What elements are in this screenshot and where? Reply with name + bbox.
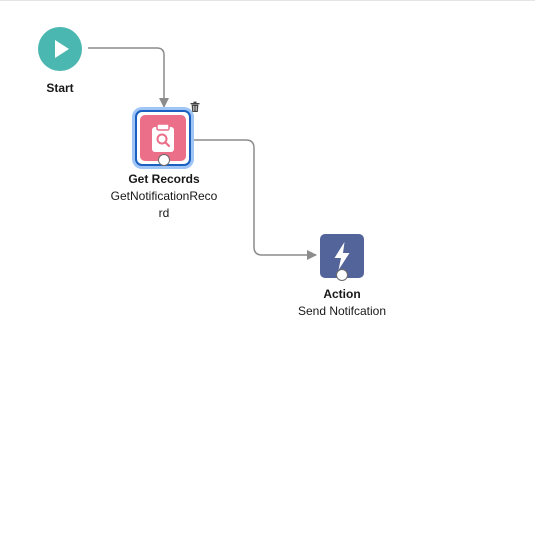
action-output-port[interactable] bbox=[336, 269, 348, 281]
start-node[interactable] bbox=[38, 27, 82, 71]
connector-start-to-get-records[interactable] bbox=[88, 47, 169, 108]
get-records-name-label: GetNotificationReco rd bbox=[110, 189, 218, 220]
clipboard-search-icon bbox=[152, 123, 174, 152]
action-name-label: Send Notifcation bbox=[297, 304, 387, 318]
get-records-tile bbox=[140, 115, 186, 161]
start-label: Start bbox=[46, 81, 74, 95]
get-records-output-port[interactable] bbox=[158, 154, 170, 166]
action-type-label: Action bbox=[323, 287, 361, 301]
play-icon bbox=[55, 40, 69, 58]
get-records-type-label: Get Records bbox=[128, 172, 200, 186]
trash-icon[interactable] bbox=[189, 100, 201, 112]
lightning-bolt-icon bbox=[334, 242, 350, 270]
